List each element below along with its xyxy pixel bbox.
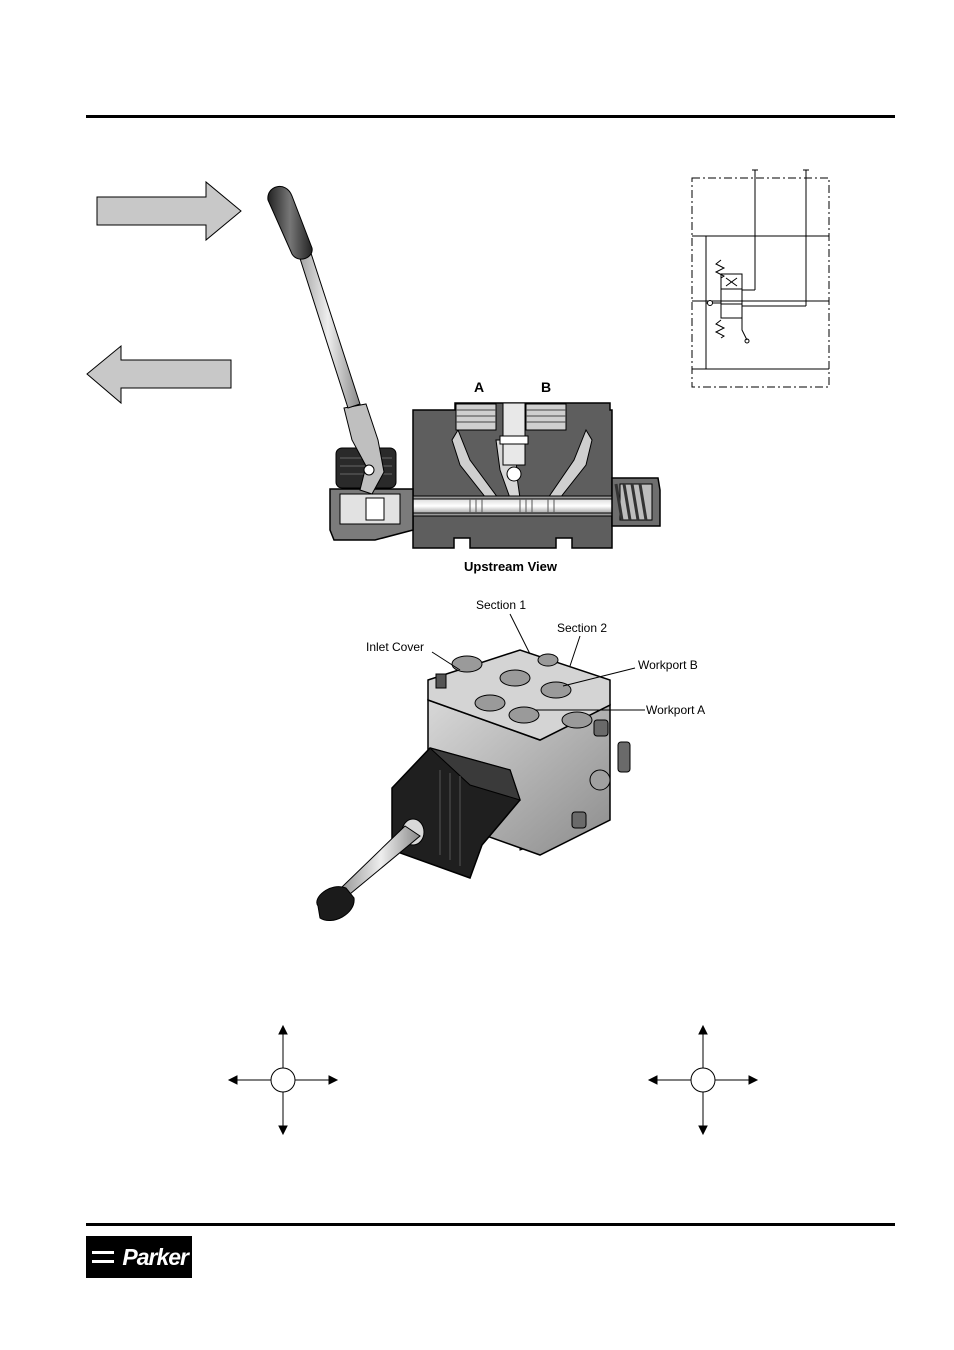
upstream-view-caption: Upstream View	[464, 559, 557, 574]
valve-3d-view	[317, 650, 630, 921]
footer-rule	[86, 1223, 895, 1226]
pull-arrow-icon	[87, 346, 231, 403]
hydraulic-schematic	[692, 170, 829, 387]
port-b-label: B	[541, 379, 551, 395]
callout-workport-b: Workport B	[638, 658, 698, 672]
logo-text: Parker	[122, 1244, 188, 1271]
callout-section-1: Section 1	[476, 598, 526, 612]
callout-section-2: Section 2	[557, 621, 607, 635]
joystick-symbol-right	[649, 1026, 757, 1134]
port-a-label: A	[474, 379, 484, 395]
lever-handle	[268, 186, 396, 494]
joystick-symbol-left	[229, 1026, 337, 1134]
push-arrow-icon	[97, 182, 241, 240]
callout-workport-a: Workport A	[646, 703, 705, 717]
parker-logo: Parker	[86, 1236, 192, 1278]
logo-stripes	[92, 1251, 114, 1263]
callout-inlet-cover: Inlet Cover	[366, 640, 424, 654]
